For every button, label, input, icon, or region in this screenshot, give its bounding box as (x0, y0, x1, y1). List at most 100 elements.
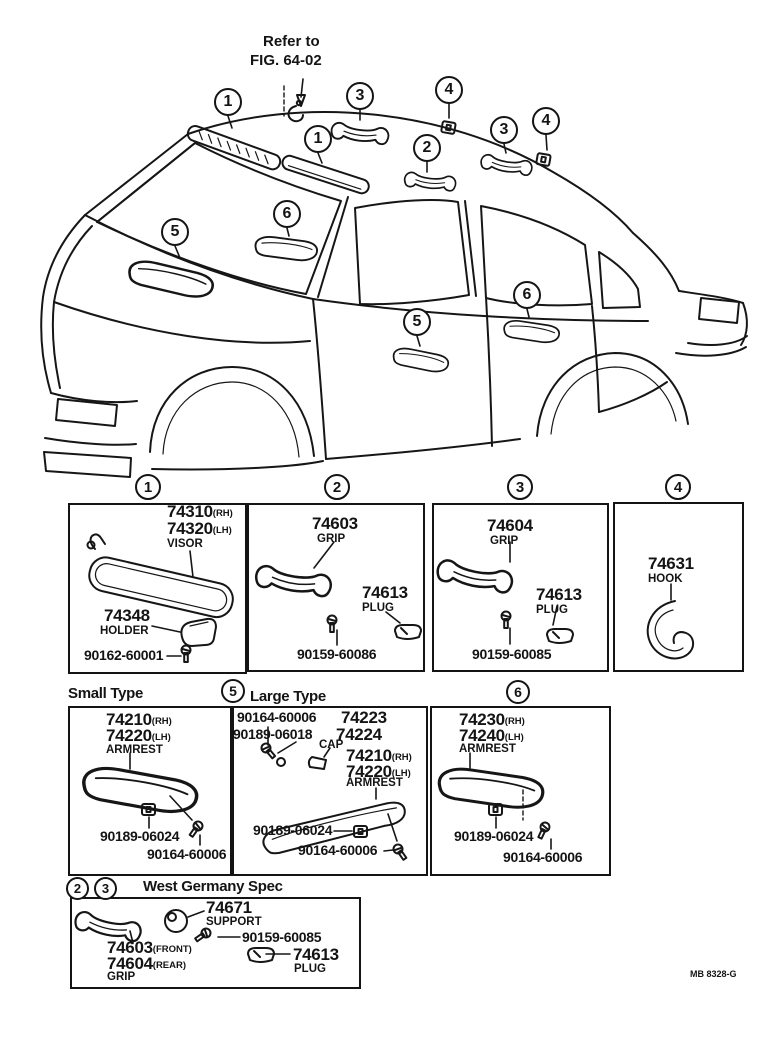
small-type-heading: Small Type (68, 685, 144, 702)
part-suffix: (RH) (151, 716, 172, 727)
large-armrest-name: ARMREST (346, 777, 403, 789)
holder-part-name: HOLDER (100, 625, 149, 637)
part-number: 74220 (106, 726, 152, 745)
hook-part-number: 74631 (648, 554, 694, 573)
car-callout-grip-rear: 3 (490, 116, 518, 144)
visor-part-number-rh: 74310(RH) (167, 503, 233, 521)
rear-armrest-number-lh: 74240(LH) (459, 727, 524, 745)
west-germany-parts-box (70, 897, 361, 989)
grip-74604-screw-number: 90159-60085 (472, 646, 552, 662)
callout-number: 2 (73, 881, 82, 896)
visor-screw-number: 90162-60001 (84, 647, 164, 663)
callout-number: 5 (229, 683, 237, 699)
callout-number: 3 (355, 87, 365, 104)
large-armrest-clip-number: 90189-06024 (253, 822, 333, 838)
refer-arrowhead-icon (296, 94, 306, 107)
part-number: 74310 (167, 502, 213, 521)
refer-note: Refer to FIG. 64-02 (250, 33, 322, 71)
row2-callout-5: 5 (221, 679, 245, 703)
plug-74613-number: 74613 (362, 583, 408, 602)
part-number: 74210 (346, 746, 392, 765)
car-callout-leaders (174, 103, 548, 347)
large-armrest-number-rh: 74210(RH) (346, 747, 412, 765)
holder-part-number: 74348 (104, 606, 150, 625)
car-callout-grip-front: 2 (413, 134, 441, 162)
refer-arrow-line (300, 78, 304, 98)
cap-part-name: CAP (319, 739, 344, 751)
part-suffix: (RH) (391, 752, 412, 763)
grip-74603-screw-number: 90159-60086 (297, 646, 377, 662)
car-callout-grip-roof: 3 (346, 82, 374, 110)
visor-icon (281, 154, 370, 195)
callout-number: 4 (673, 478, 683, 496)
wg-screw-number: 90159-60085 (242, 929, 322, 945)
grip-74603-name: GRIP (317, 533, 346, 545)
car-callout-clip-rear: 4 (532, 107, 560, 135)
box4-callout: 4 (665, 474, 691, 500)
wg-grip-name: GRIP (107, 971, 136, 983)
callout-number: 2 (332, 478, 342, 496)
large-armrest-screw-bottom-number: 90164-60006 (298, 842, 378, 858)
part-suffix: (LH) (151, 732, 171, 743)
part-suffix: (LH) (391, 768, 411, 779)
callout-number: 6 (522, 286, 532, 303)
callout-number: 1 (223, 93, 233, 110)
wg-plug-number: 74613 (293, 945, 339, 964)
car-callout-hook-clip: 4 (435, 76, 463, 104)
clip-icon (440, 120, 457, 136)
box2-callout: 2 (324, 474, 350, 500)
armrest-icon (253, 234, 319, 263)
callout-number: 6 (282, 205, 292, 222)
armrest-part-number-lh: 74220(LH) (106, 727, 171, 745)
part-suffix: (LH) (504, 732, 524, 743)
armrest-clip-number: 90189-06024 (100, 828, 180, 844)
car-callout-armrest-rear-left: 5 (403, 308, 431, 336)
large-armrest-screw-top-number: 90164-60006 (237, 709, 317, 725)
small-armrest-parts-box (68, 706, 232, 876)
box1-callout: 1 (135, 474, 161, 500)
callout-number: 4 (444, 81, 454, 98)
wg-plug-name: PLUG (294, 963, 326, 975)
cap-part-number-a: 74223 (341, 708, 387, 727)
grip-icon (479, 152, 534, 177)
car-callout-armrest-front-door: 6 (273, 200, 301, 228)
support-part-name: SUPPORT (206, 916, 262, 928)
clip-icon (535, 152, 552, 168)
large-armrest-number-lh: 74220(LH) (346, 763, 411, 781)
armrest-icon (391, 346, 451, 375)
refer-note-line2: FIG. 64-02 (250, 51, 322, 69)
large-armrest-grommet-number: 90189-06018 (233, 726, 313, 742)
plug-74613-number: 74613 (536, 585, 582, 604)
refer-note-line1: Refer to (263, 33, 320, 50)
part-suffix: (LH) (212, 525, 232, 536)
armrest-part-name: ARMREST (106, 744, 163, 756)
rear-armrest-screw-number: 90164-60006 (503, 849, 583, 865)
west-germany-heading: West Germany Spec (143, 878, 283, 895)
part-suffix: (RH) (504, 716, 525, 727)
plug-74613-name: PLUG (536, 604, 568, 616)
hook-part-name: HOOK (648, 573, 683, 585)
figure-code: MB 8328-G (690, 969, 737, 979)
plug-74613-name: PLUG (362, 602, 394, 614)
visor-part-name: VISOR (167, 538, 203, 550)
support-part-number: 74671 (206, 898, 252, 917)
roof-hook-icon (287, 99, 304, 123)
part-number: 74604 (107, 954, 153, 973)
armrest-part-number-rh: 74210(RH) (106, 711, 172, 729)
part-suffix: (REAR) (152, 960, 187, 971)
visor-icon (186, 124, 282, 171)
part-number: 74320 (167, 519, 213, 538)
callout-number: 3 (101, 881, 110, 896)
callout-number: 4 (541, 112, 551, 129)
car-callout-armrest-front-left: 5 (161, 218, 189, 246)
armrest-icon (502, 318, 561, 345)
callout-number: 3 (499, 121, 509, 138)
wg-callout-3: 3 (94, 877, 117, 900)
large-armrest-parts-box (232, 706, 428, 876)
callout-number: 1 (143, 478, 153, 496)
grip-74603-number: 74603 (312, 514, 358, 533)
part-number: 74603 (107, 938, 153, 957)
large-type-heading: Large Type (250, 688, 326, 705)
grip-74604-parts-box (432, 503, 609, 672)
callout-number: 5 (412, 313, 422, 330)
